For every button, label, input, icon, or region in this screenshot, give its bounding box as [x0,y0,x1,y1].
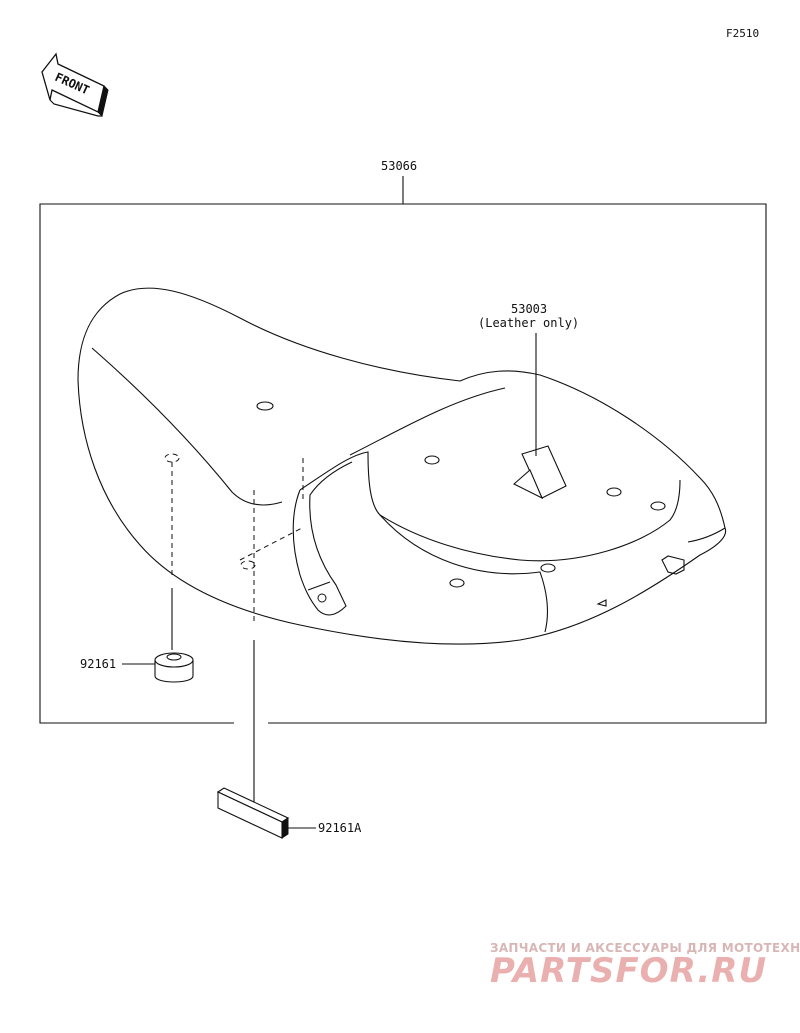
damper-strip-92161a-icon [216,787,290,839]
front-arrow-icon: FRONT [41,52,109,117]
damper-92161-icon [154,652,194,683]
part-label-92161: 92161 [80,657,116,671]
guide-line-diagonal [239,527,303,561]
watermark-tagline: ЗАПЧАСТИ И АКСЕССУАРЫ ДЛЯ МОТОТЕХНИКИ [490,941,800,955]
watermark-logo: PARTSFOR.RU [490,951,767,991]
part-note-leather: (Leather only) [478,316,579,330]
part-label-53066: 53066 [381,159,417,173]
seat-illustration [77,287,727,645]
part-label-92161a: 92161A [318,821,362,835]
figure-code: F2510 [726,27,759,40]
assembly-frame [39,203,767,724]
part-label-53003: 53003 [511,302,547,316]
